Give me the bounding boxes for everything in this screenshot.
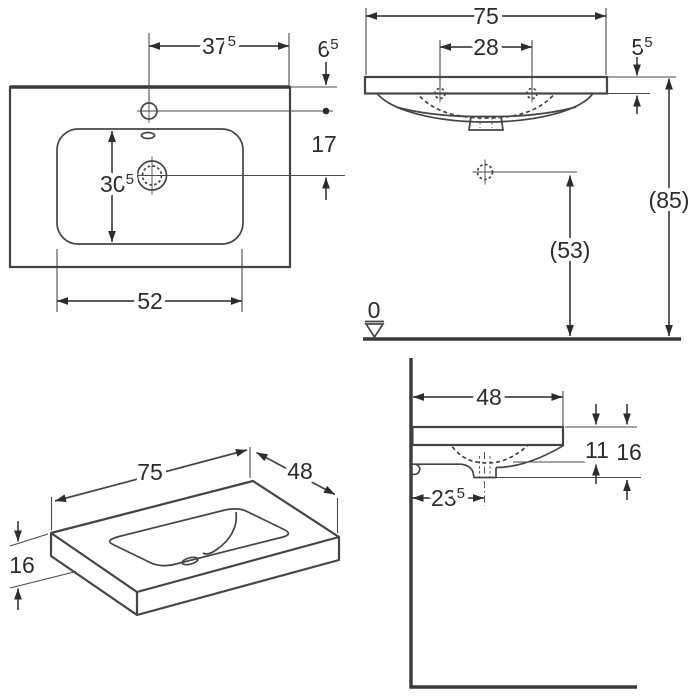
bowl-recess-iso bbox=[108, 508, 290, 567]
tap-hole-marker-right bbox=[523, 84, 541, 103]
drain-symbol-plan bbox=[133, 156, 171, 195]
dim-label-16-side: 16 bbox=[616, 439, 642, 465]
dim-bowl-depth: 305 bbox=[96, 131, 138, 242]
drain-stub-front bbox=[468, 115, 504, 131]
dim-label-6-5: 65 bbox=[317, 36, 338, 62]
dim-label-28: 28 bbox=[473, 34, 499, 60]
dim-rim-height: (85) bbox=[644, 78, 694, 336]
bowl-recess-outline-plan bbox=[56, 128, 244, 245]
dim-tap-to-drain: 17 bbox=[167, 127, 345, 200]
washbasin-plate-front bbox=[363, 75, 609, 95]
dim-label-85: (85) bbox=[649, 187, 690, 213]
dim-label-37-5: 375 bbox=[202, 33, 236, 59]
bowl-underside-left-side bbox=[414, 463, 497, 479]
dim-drain-from-wall: 235 bbox=[412, 481, 484, 516]
overflow-slot bbox=[140, 131, 156, 140]
washbasin-side-faces-iso bbox=[49, 533, 341, 617]
dim-overall-thickness: 16 bbox=[612, 404, 646, 500]
washbasin-top-face-iso bbox=[49, 479, 341, 594]
bowl-inner-curve-iso bbox=[202, 511, 238, 555]
dim-tap-from-right: 375 bbox=[148, 29, 290, 101]
dim-depth-side: 48 bbox=[413, 380, 564, 426]
dim-label-48-iso: 48 bbox=[287, 458, 313, 484]
datum-triangle-icon bbox=[364, 323, 385, 339]
plan-view: 375 65 17 305 52 bbox=[8, 29, 345, 319]
datum-zero-label: 0 bbox=[368, 297, 381, 323]
dim-width-iso: 75 bbox=[50, 447, 251, 530]
dim-tap-spacing: 28 bbox=[439, 30, 533, 87]
dim-drain-height: (53) bbox=[545, 175, 595, 336]
front-elevation-view: 75 28 55 (85) (53) bbox=[363, 0, 694, 341]
dim-width-front: 75 bbox=[365, 0, 607, 75]
drain-position-symbol bbox=[472, 159, 577, 185]
dim-label-52: 52 bbox=[137, 288, 163, 314]
washbasin-plate-outline-plan bbox=[8, 85, 292, 269]
side-section-view: 48 11 16 235 bbox=[409, 358, 646, 689]
isometric-view: 75 48 16 bbox=[5, 447, 341, 617]
dim-edge-thickness: 55 bbox=[607, 30, 676, 114]
bowl-hidden-rim-front bbox=[406, 79, 566, 119]
tap-hole-marker-left bbox=[431, 84, 449, 103]
dim-label-75-front: 75 bbox=[473, 3, 499, 29]
dim-label-75-iso: 75 bbox=[137, 459, 163, 485]
dim-label-53: (53) bbox=[550, 237, 591, 263]
dimension-dot bbox=[322, 107, 330, 115]
dim-height-iso: 16 bbox=[5, 521, 77, 610]
dim-bowl-width: 52 bbox=[56, 249, 243, 319]
dim-label-17: 17 bbox=[311, 131, 337, 157]
bowl-underside-right-side bbox=[495, 445, 564, 469]
dim-label-30-5: 305 bbox=[100, 171, 134, 197]
washbasin-plate-side bbox=[411, 425, 565, 447]
wall-and-floor-line bbox=[409, 358, 637, 689]
dim-label-16-iso: 16 bbox=[9, 552, 35, 578]
drain-hole-iso bbox=[181, 556, 199, 566]
dim-label-11: 11 bbox=[585, 437, 609, 463]
dim-label-23-5: 235 bbox=[431, 485, 465, 511]
dim-rim-to-underside: 11 bbox=[581, 404, 613, 484]
floor-datum: 0 bbox=[363, 293, 681, 341]
dim-depth-iso: 48 bbox=[256, 451, 339, 533]
tap-hole-symbol bbox=[137, 99, 161, 123]
dim-label-5-5: 55 bbox=[631, 34, 652, 60]
dim-label-48-side: 48 bbox=[476, 384, 502, 410]
